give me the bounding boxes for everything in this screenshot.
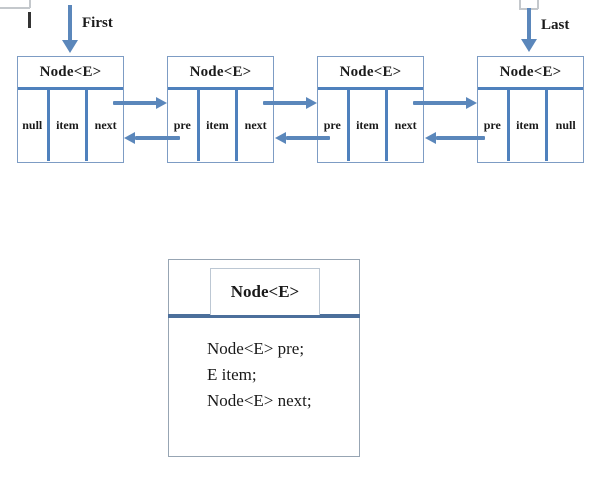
node-title: Node<E> (318, 57, 423, 90)
first-pointer-label: First (82, 15, 113, 31)
prev-arrowhead (124, 132, 135, 144)
node-box-3: Node<E> pre item next (317, 56, 424, 163)
node-cell-pre: pre (318, 90, 350, 161)
node-body: pre item next (168, 90, 273, 161)
page-corner-mark (519, 0, 521, 9)
prev-arrowhead (425, 132, 436, 144)
class-title: Node<E> (210, 268, 320, 315)
node-cell-item: item (350, 90, 389, 161)
node-box-1: Node<E> null item next (17, 56, 124, 163)
next-arrow (263, 101, 307, 105)
node-cell-next: next (394, 118, 417, 132)
page-corner-mark (29, 0, 31, 8)
node-cell-pre: null (18, 90, 50, 161)
next-arrowhead (466, 97, 477, 109)
node-box-2: Node<E> pre item next (167, 56, 274, 163)
node-body: pre item null (478, 90, 583, 161)
next-arrowhead (306, 97, 317, 109)
node-cell-null: null (555, 118, 576, 132)
prev-arrow (135, 136, 180, 140)
node-body: null item next (18, 90, 123, 161)
node-cell-item: item (200, 90, 239, 161)
node-title: Node<E> (168, 57, 273, 90)
next-arrow (413, 101, 467, 105)
node-body: pre item next (318, 90, 423, 161)
node-box-4: Node<E> pre item null (477, 56, 584, 163)
node-cell-item: item (50, 90, 89, 161)
class-diagram-divider (168, 314, 360, 318)
first-pointer-arrow (68, 5, 72, 41)
last-pointer-label: Last (541, 17, 570, 33)
node-cell-pre: pre (478, 90, 510, 161)
prev-arrowhead (275, 132, 286, 144)
class-field-item: E item; (207, 365, 257, 384)
class-fields: Node<E> pre; E item; Node<E> next; (207, 336, 312, 414)
node-title: Node<E> (18, 57, 123, 90)
class-field-pre: Node<E> pre; (207, 339, 305, 358)
page-corner-mark (0, 7, 30, 9)
node-cell-pre: pre (168, 90, 200, 161)
next-arrow (113, 101, 157, 105)
first-pointer-arrowhead (62, 40, 78, 53)
class-field-next: Node<E> next; (207, 391, 312, 410)
prev-arrow (286, 136, 330, 140)
page-corner-mark (537, 0, 539, 9)
text-cursor (28, 12, 31, 28)
next-arrowhead (156, 97, 167, 109)
node-cell-next: next (244, 118, 267, 132)
prev-arrow (436, 136, 485, 140)
last-pointer-arrowhead (521, 39, 537, 52)
last-pointer-arrow (527, 8, 531, 40)
node-cell-next: next (94, 118, 117, 132)
node-title: Node<E> (478, 57, 583, 90)
node-cell-item: item (510, 90, 549, 161)
